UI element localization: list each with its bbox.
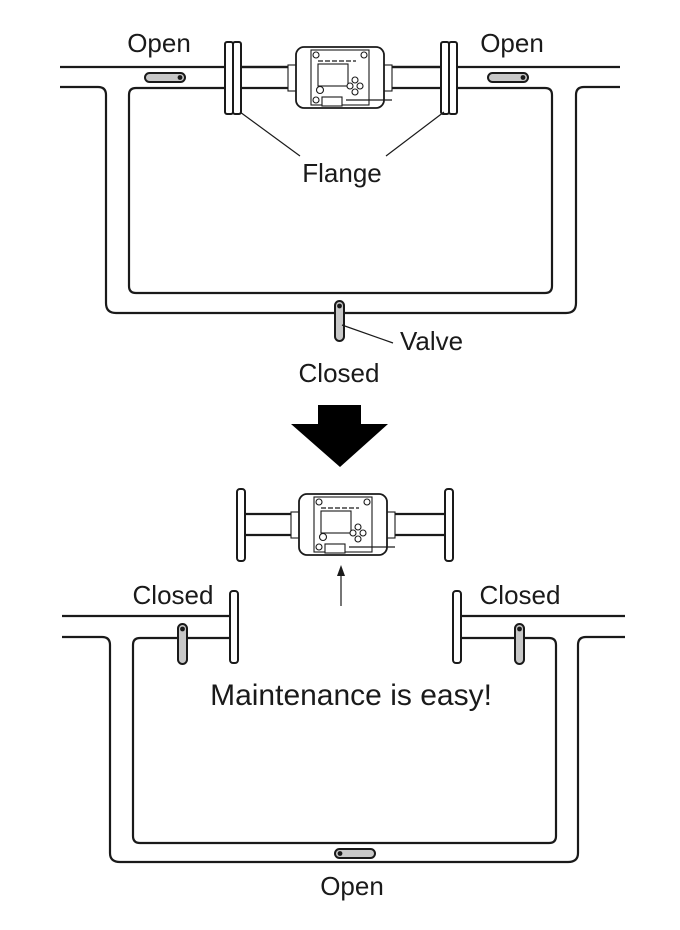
screw-icon: [312, 51, 320, 59]
flow-meter-device: [290, 493, 396, 556]
valve-pivot-icon: [337, 851, 343, 856]
label-bypass-valve-state: Open: [320, 871, 384, 901]
maintenance-caption: Maintenance is easy!: [210, 679, 492, 712]
pipe-end-flange-right: [452, 590, 462, 664]
bypass-outer-edge: [62, 635, 625, 864]
flange-leader-right: [385, 111, 445, 157]
valve-left-closed[interactable]: [177, 623, 188, 665]
flange-right-b: [448, 41, 458, 115]
flow-meter-device: [287, 46, 393, 109]
pipe-end-flange-left: [229, 590, 239, 664]
down-arrow-icon: [291, 405, 388, 467]
label-left-valve-state: Open: [127, 28, 191, 58]
button-down-icon: [351, 88, 359, 96]
bypass-inner-edge: [131, 636, 558, 845]
valve-right-open[interactable]: [487, 72, 529, 83]
top-panel: Open Open Flange Valve Closed: [60, 28, 620, 388]
valve-pivot-icon: [520, 75, 526, 80]
flange-leader-left: [239, 111, 301, 157]
flange-left-b: [232, 41, 242, 115]
bottom-panel: Closed Closed Maintenance is easy! Open: [62, 488, 625, 901]
meter-display-screen: [317, 63, 349, 87]
valve-pivot-icon: [177, 75, 183, 80]
flange-right-a: [440, 41, 450, 115]
button-left-icon: [346, 82, 354, 90]
label-bypass-valve-state: Closed: [299, 358, 380, 388]
flange-left-a: [224, 41, 234, 115]
meter-port-icon: [315, 85, 325, 95]
removed-meter-assembly: [236, 488, 454, 562]
screw-icon: [312, 96, 320, 104]
label-right-valve-state: Closed: [480, 580, 561, 610]
label-left-valve-state: Closed: [133, 580, 214, 610]
valve-left-open[interactable]: [144, 72, 186, 83]
valve-bypass-open[interactable]: [334, 848, 376, 859]
valve-leader: [341, 324, 394, 344]
removed-flange-left: [236, 488, 246, 562]
button-right-icon: [356, 82, 364, 90]
valve-right-closed[interactable]: [514, 623, 525, 665]
meter-terminal: [321, 96, 343, 107]
flange-callout: Flange: [302, 158, 382, 188]
valve-pivot-icon: [337, 303, 342, 309]
valve-callout: Valve: [400, 326, 463, 356]
bypass-outer-edge: [60, 85, 620, 315]
removed-flange-right: [444, 488, 454, 562]
bypass-inner-edge: [127, 86, 554, 295]
valve-bypass-closed[interactable]: [334, 300, 345, 342]
screw-icon: [360, 51, 368, 59]
button-up-icon: [351, 76, 359, 84]
valve-pivot-icon: [517, 626, 522, 632]
label-right-valve-state: Open: [480, 28, 544, 58]
up-arrow-icon: [337, 565, 345, 576]
valve-pivot-icon: [180, 626, 185, 632]
